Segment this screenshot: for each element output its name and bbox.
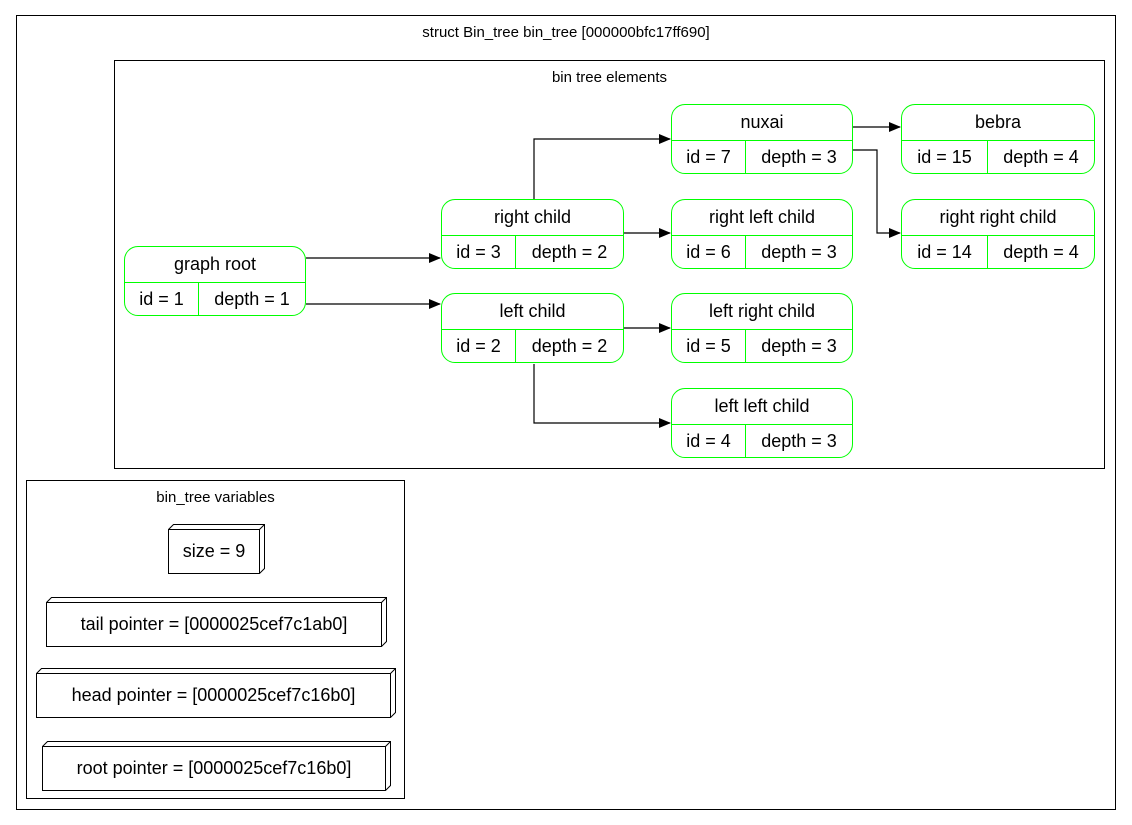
node-id: id = 4 xyxy=(686,431,731,451)
node-depth: depth = 4 xyxy=(987,141,1094,173)
node-left-left-child: left left child id = 4 depth = 3 xyxy=(671,388,853,458)
node-id: id = 15 xyxy=(917,147,972,167)
edge-right-nuxai xyxy=(533,134,671,199)
var-size-box: size = 9 xyxy=(168,524,265,574)
node-graph-root: graph root id = 1 depth = 1 xyxy=(124,246,306,316)
node-depth: depth = 2 xyxy=(515,330,623,362)
var-root-text: root pointer = [0000025cef7c16b0] xyxy=(76,758,352,778)
node-name: left child xyxy=(442,294,623,330)
node-name: graph root xyxy=(125,247,305,283)
var-root-box: root pointer = [0000025cef7c16b0] xyxy=(42,741,391,791)
box-3d-edges xyxy=(46,597,387,647)
node-id: id = 7 xyxy=(686,147,731,167)
struct-title: struct Bin_tree bin_tree [000000bfc17ff6… xyxy=(422,24,710,41)
elements-cluster: bin tree elements xyxy=(114,60,1105,469)
elements-title: bin tree elements xyxy=(551,69,668,86)
node-name: bebra xyxy=(902,105,1094,141)
node-depth: depth = 1 xyxy=(198,283,305,315)
var-size-text: size = 9 xyxy=(182,541,246,561)
var-tail-text: tail pointer = [0000025cef7c1ab0] xyxy=(80,614,348,634)
node-right-left-child: right left child id = 6 depth = 3 xyxy=(671,199,853,269)
node-name: right right child xyxy=(902,200,1094,236)
node-bebra: bebra id = 15 depth = 4 xyxy=(901,104,1095,174)
node-name: nuxai xyxy=(672,105,852,141)
node-id: id = 3 xyxy=(456,242,501,262)
node-left-right-child: left right child id = 5 depth = 3 xyxy=(671,293,853,363)
var-tail-box: tail pointer = [0000025cef7c1ab0] xyxy=(46,597,387,647)
node-id: id = 1 xyxy=(139,289,184,309)
node-name: right child xyxy=(442,200,623,236)
variables-cluster: bin_tree variables xyxy=(26,480,405,799)
node-depth: depth = 4 xyxy=(987,236,1094,268)
node-nuxai: nuxai id = 7 depth = 3 xyxy=(671,104,853,174)
node-right-child: right child id = 3 depth = 2 xyxy=(441,199,624,269)
variables-title: bin_tree variables xyxy=(156,489,275,506)
edge-left-leftleft xyxy=(533,364,671,428)
node-id: id = 14 xyxy=(917,242,972,262)
node-id: id = 5 xyxy=(686,336,731,356)
node-depth: depth = 3 xyxy=(745,141,852,173)
var-head-box: head pointer = [0000025cef7c16b0] xyxy=(36,668,396,718)
node-id: id = 2 xyxy=(456,336,501,356)
node-name: left right child xyxy=(672,294,852,330)
node-depth: depth = 3 xyxy=(745,330,852,362)
node-name: right left child xyxy=(672,200,852,236)
node-left-child: left child id = 2 depth = 2 xyxy=(441,293,624,363)
node-depth: depth = 3 xyxy=(745,425,852,457)
struct-cluster: struct Bin_tree bin_tree [000000bfc17ff6… xyxy=(16,15,1116,810)
box-3d-edges xyxy=(168,524,265,574)
box-3d-edges xyxy=(42,741,391,791)
node-depth: depth = 2 xyxy=(515,236,623,268)
node-depth: depth = 3 xyxy=(745,236,852,268)
var-head-text: head pointer = [0000025cef7c16b0] xyxy=(71,685,356,705)
node-name: left left child xyxy=(672,389,852,425)
node-right-right-child: right right child id = 14 depth = 4 xyxy=(901,199,1095,269)
edge-nuxai-rightright xyxy=(853,149,901,238)
node-id: id = 6 xyxy=(686,242,731,262)
box-3d-edges xyxy=(36,668,396,718)
